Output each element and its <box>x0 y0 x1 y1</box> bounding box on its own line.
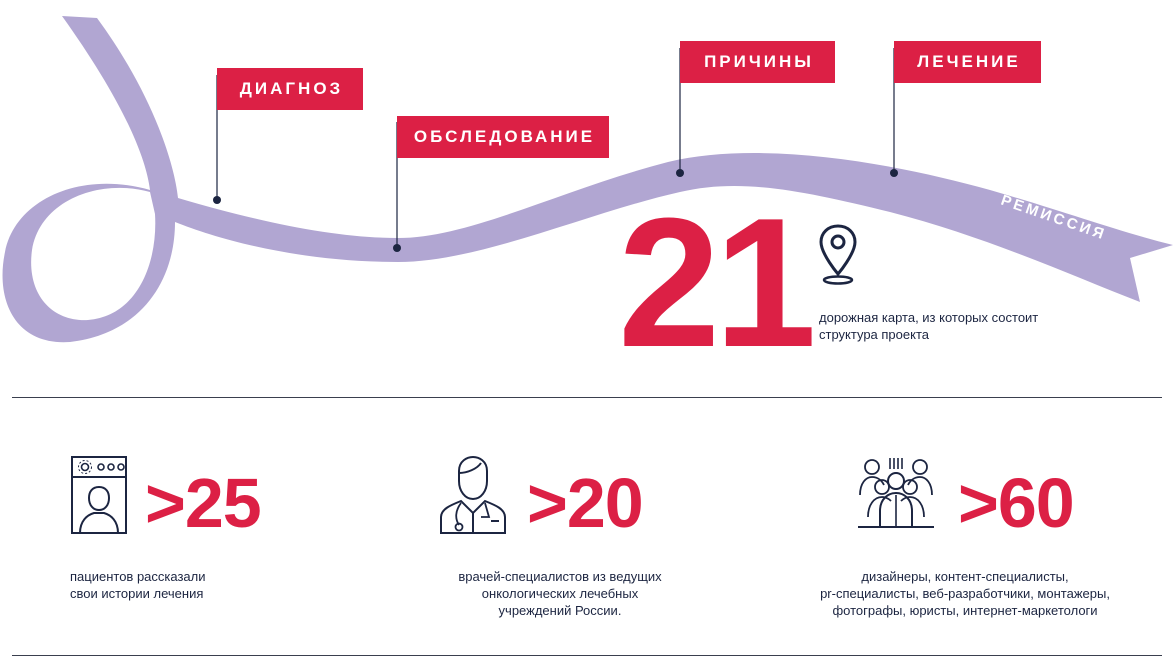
patient-portrait-icon <box>71 456 127 534</box>
doctors-caption: врачей-специалистов из ведущих онкологич… <box>458 569 662 618</box>
team-icon <box>858 458 934 528</box>
roadmap-ribbon: РЕМИССИЯ <box>2 16 1173 343</box>
patients-count: >25 <box>145 464 262 542</box>
flag-dot-obsledovanie <box>393 244 401 252</box>
location-pin-icon <box>819 224 857 285</box>
team-count: >60 <box>958 464 1075 542</box>
flag-dot-prichiny <box>676 169 684 177</box>
flag-lechenie: ЛЕЧЕНИЕ <box>894 41 1041 83</box>
patients-caption: пациентов рассказали свои истории лечени… <box>70 569 206 601</box>
team-caption: дизайнеры, контент-специалисты, pr-специ… <box>820 569 1110 618</box>
bottom-divider <box>12 655 1162 656</box>
ribbon-shape <box>2 16 1173 343</box>
flag-obsledovanie: ОБСЛЕДОВАНИЕ <box>397 116 609 158</box>
flag-prichiny: ПРИЧИНЫ <box>680 41 835 83</box>
top-divider <box>12 397 1162 398</box>
flag-dot-diagnoz <box>213 196 221 204</box>
flag-diagnoz: ДИАГНОЗ <box>217 68 363 110</box>
doctor-icon <box>440 455 506 534</box>
flag-dot-lechenie <box>890 169 898 177</box>
doctors-count: >20 <box>527 464 644 542</box>
roadmaps-caption: дорожная карта, из которых состоит струк… <box>819 310 1039 342</box>
roadmaps-count: 21 <box>618 179 817 385</box>
